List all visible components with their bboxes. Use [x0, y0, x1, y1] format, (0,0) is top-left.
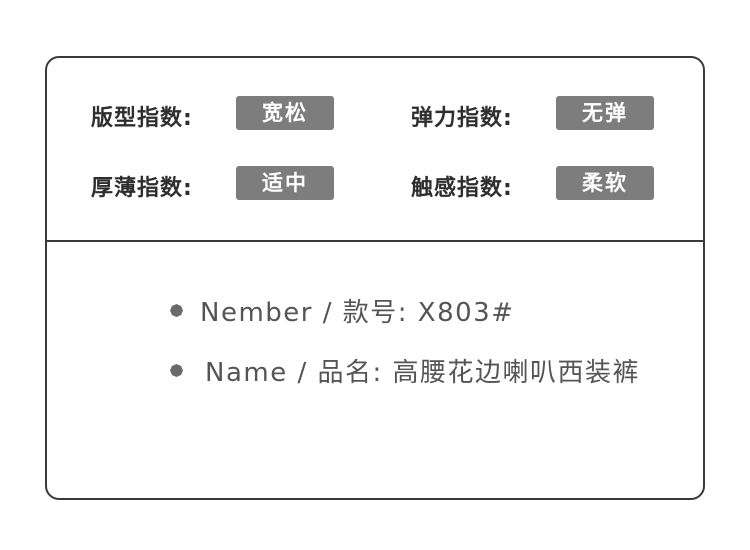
product-number-text: Nember / 款号: X803#: [200, 298, 515, 328]
product-details-panel: Nember / 款号: X803# Name / 品名: 高腰花边喇叭西装裤: [47, 240, 703, 498]
product-number-line: Nember / 款号: X803#: [47, 290, 703, 330]
elasticity-index-badge: 无弹: [556, 96, 654, 130]
product-name-line: Name / 品名: 高腰花边喇叭西装裤: [47, 350, 703, 390]
product-info-card: 版型指数: 宽松 弹力指数: 无弹 厚薄指数: 适中 触感指数: 柔软 Nemb…: [45, 56, 705, 500]
touch-index-label: 触感指数:: [411, 176, 513, 201]
bullet-icon: [170, 304, 183, 317]
touch-index-badge: 柔软: [556, 166, 654, 200]
attributes-row: 厚薄指数: 适中 触感指数: 柔软: [47, 166, 703, 202]
attributes-panel: 版型指数: 宽松 弹力指数: 无弹 厚薄指数: 适中 触感指数: 柔软: [47, 58, 703, 242]
thickness-index-label: 厚薄指数:: [91, 176, 193, 201]
fit-index-label: 版型指数:: [91, 106, 193, 131]
attributes-row: 版型指数: 宽松 弹力指数: 无弹: [47, 96, 703, 132]
bullet-icon: [170, 364, 183, 377]
fit-index-badge: 宽松: [236, 96, 334, 130]
elasticity-index-label: 弹力指数:: [411, 106, 513, 131]
thickness-index-badge: 适中: [236, 166, 334, 200]
product-name-text: Name / 品名: 高腰花边喇叭西装裤: [205, 358, 641, 388]
